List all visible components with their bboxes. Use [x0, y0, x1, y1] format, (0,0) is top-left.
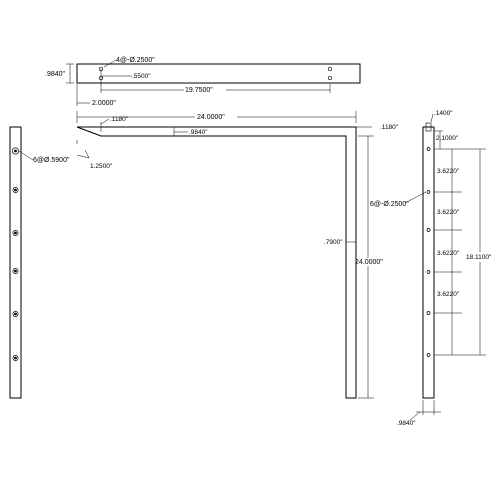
right-spacing-4-label: 3.6220": [437, 291, 460, 298]
right-spacing-1-label: 3.6220": [437, 168, 460, 175]
right-hole-5: [426, 311, 431, 315]
left-leg-outline: [9, 126, 22, 399]
top-thickness-label: .9840": [45, 71, 66, 78]
right-leg-outline: [422, 126, 435, 399]
front-view: 24.0000" .1180" .9840" 1.2500" .1180" .7…: [76, 111, 399, 399]
right-holes-note: 6@-Ø.2500": [370, 201, 409, 208]
top-hole-spacing-label: .5500": [132, 73, 151, 80]
front-corner-thickness-label: .1180": [380, 124, 399, 131]
front-taper-thickness-label: .1180": [110, 116, 129, 123]
front-taper-length-label: 1.2500": [90, 163, 113, 170]
left-view: 6@Ø.5900": [9, 126, 70, 399]
right-hole-2: [426, 190, 431, 194]
left-holes-note: 6@Ø.5900": [33, 157, 70, 164]
right-view: .1400" 2.1000" 6@-Ø.2500" 3.6220" 3.6220…: [370, 110, 492, 427]
top-hole-4: [327, 75, 333, 81]
right-total-span-label: 18.1100": [466, 254, 492, 261]
right-first-hole-label: 2.1000": [436, 135, 459, 142]
right-hole-3: [426, 228, 431, 232]
right-bottom-width-label: .9840": [397, 420, 416, 427]
top-view: 4@-Ø.2500" .9840" .5500" 19.7500" 2.0000…: [45, 57, 361, 107]
right-hole-1: [426, 147, 431, 151]
top-bar-outline: [76, 63, 361, 84]
right-spacing-3-label: 3.6220": [437, 250, 460, 257]
front-bracket-outline: [76, 126, 357, 399]
front-leg-width-label: .7900": [324, 239, 343, 246]
right-hole-6: [426, 353, 431, 357]
right-spacing-2-label: 3.6220": [437, 209, 460, 216]
top-hole-to-hole-label: 19.7500": [185, 87, 213, 94]
right-hole-4: [426, 270, 431, 274]
top-hole-3: [327, 66, 333, 72]
front-height-label: 24.0000": [355, 259, 383, 266]
top-holes-note: 4@-Ø.2500": [116, 57, 155, 64]
right-top-width-label: .1400": [434, 110, 453, 117]
front-bar-depth-label: .9840": [189, 129, 208, 136]
front-width-label: 24.0000": [197, 114, 225, 121]
top-end-offset-label: 2.0000": [92, 100, 116, 107]
